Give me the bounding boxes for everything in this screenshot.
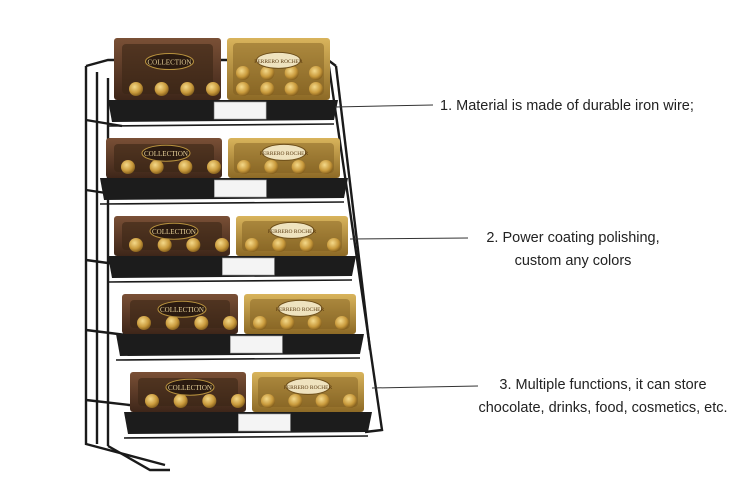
- box-label-oval: [165, 378, 215, 396]
- box-label-oval: [145, 53, 194, 71]
- praline: [207, 160, 221, 174]
- praline: [309, 66, 323, 80]
- callout-material-line-1: 1. Material is made of durable iron wire…: [440, 98, 694, 114]
- praline: [315, 394, 330, 408]
- praline: [284, 66, 299, 80]
- tray-rail: [123, 435, 369, 439]
- praline: [145, 394, 159, 408]
- tray-rail: [99, 201, 345, 205]
- rack-tier: COLLECTION FERRERO ROCHER: [107, 216, 356, 283]
- praline: [202, 394, 217, 408]
- praline: [231, 394, 245, 408]
- praline: [291, 160, 306, 174]
- praline: [327, 238, 341, 252]
- callout-coating: 2. Power coating polishing, custom any c…: [466, 227, 680, 273]
- praline: [272, 238, 287, 252]
- praline: [261, 394, 275, 408]
- praline: [319, 160, 333, 174]
- box-label-text: FERRERO ROCHER: [254, 59, 303, 65]
- praline: [260, 82, 275, 96]
- box-label-text: COLLECTION: [148, 59, 192, 67]
- callout-leaders: [334, 104, 479, 389]
- rack-tiers: COLLECTION FERRERO ROCHER COLLECTION FERRER…: [99, 38, 372, 439]
- praline: [343, 394, 357, 408]
- chocolate-box-gold: [227, 38, 330, 100]
- box-label-oval-gold: [256, 51, 301, 69]
- tray-rail: [107, 123, 335, 127]
- box-label-text: COLLECTION: [168, 384, 212, 392]
- callout-material: 1. Material is made of durable iron wire…: [440, 95, 694, 118]
- praline: [173, 394, 188, 408]
- price-tag-card: [238, 413, 291, 432]
- praline: [253, 316, 267, 330]
- praline: [137, 316, 151, 330]
- praline: [154, 82, 169, 96]
- praline: [264, 160, 279, 174]
- box-label-oval-gold: [269, 221, 315, 239]
- praline: [186, 238, 201, 252]
- praline: [299, 238, 314, 252]
- box-label-text: FERRERO ROCHER: [276, 307, 325, 313]
- praline: [215, 238, 229, 252]
- price-tag-card: [214, 179, 267, 198]
- box-label-oval: [157, 300, 207, 318]
- praline: [260, 66, 275, 80]
- rack-tier: COLLECTION FERRERO ROCHER: [99, 138, 348, 205]
- tray-rail: [107, 279, 353, 283]
- praline: [284, 82, 299, 96]
- box-window: [233, 43, 324, 95]
- box-label-text: FERRERO ROCHER: [268, 229, 317, 235]
- price-tag-card: [230, 335, 283, 354]
- praline: [165, 316, 180, 330]
- praline: [280, 316, 295, 330]
- praline: [129, 238, 143, 252]
- praline: [149, 160, 164, 174]
- box-label-text: COLLECTION: [160, 306, 204, 314]
- box-label-oval-gold: [277, 299, 323, 317]
- praline: [157, 238, 172, 252]
- tray-rail: [115, 357, 361, 361]
- praline: [307, 316, 322, 330]
- box-label-text: FERRERO ROCHER: [284, 385, 333, 391]
- praline: [245, 238, 259, 252]
- box-label-text: FERRERO ROCHER: [260, 151, 309, 157]
- box-label-text: COLLECTION: [144, 150, 188, 158]
- praline: [194, 316, 209, 330]
- price-tag-card: [222, 257, 275, 276]
- box-label-oval: [149, 222, 199, 240]
- praline: [335, 316, 349, 330]
- callout-coating-line-1: 2. Power coating polishing,: [486, 230, 660, 246]
- praline: [237, 160, 251, 174]
- callout-functions-line-1: 3. Multiple functions, it can store: [499, 377, 707, 393]
- price-tag-card: [213, 101, 267, 120]
- praline: [236, 66, 250, 80]
- callout-functions: 3. Multiple functions, it can store choc…: [462, 374, 744, 420]
- praline: [309, 82, 323, 96]
- callout-functions-line-2: chocolate, drinks, food, cosmetics, etc.: [478, 400, 728, 416]
- praline: [236, 82, 250, 96]
- praline: [178, 160, 193, 174]
- callout-coating-line-2: custom any colors: [514, 253, 632, 269]
- praline: [121, 160, 135, 174]
- box-label-oval-gold: [285, 377, 331, 395]
- praline: [223, 316, 237, 330]
- box-label-oval-gold: [261, 143, 307, 161]
- praline: [206, 82, 220, 96]
- box-label-text: COLLECTION: [152, 228, 196, 236]
- box-label-oval: [141, 144, 191, 162]
- praline: [288, 394, 303, 408]
- praline: [180, 82, 195, 96]
- praline: [129, 82, 143, 96]
- rack-tier: COLLECTION FERRERO ROCHER: [123, 372, 372, 439]
- rack-tier: COLLECTION FERRERO ROCHER: [115, 294, 364, 361]
- rack-tier: COLLECTION FERRERO ROCHER: [107, 38, 338, 127]
